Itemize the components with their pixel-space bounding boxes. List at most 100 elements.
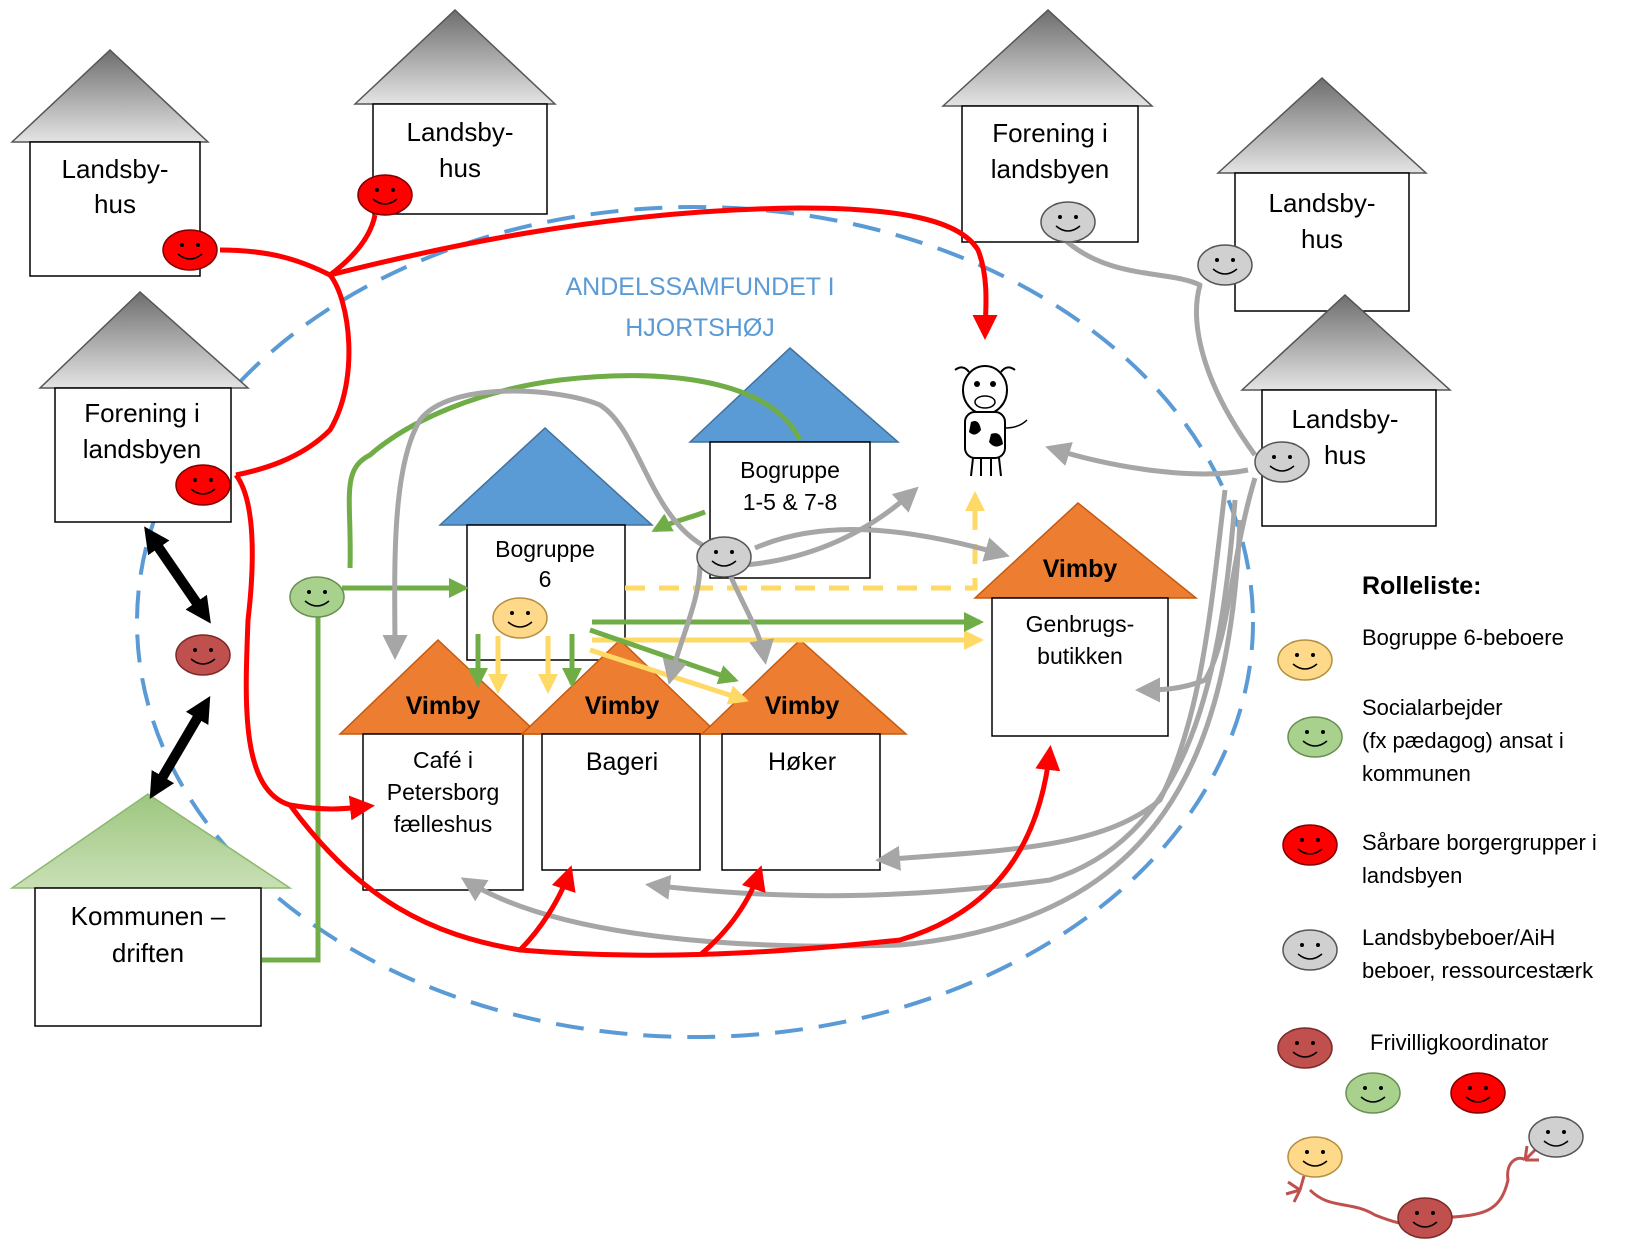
legend-item-label: (fx pædagog) ansat i [1362,728,1564,753]
house-label: hus [1301,224,1343,254]
legend-item-label: Frivilligkoordinator [1370,1030,1549,1055]
green-face-icon [289,576,345,618]
vimby-label: Vimby [765,692,840,720]
house-label: fælleshus [394,811,492,837]
house-cafe: Vimby Café i Petersborg fælleshus [338,638,540,891]
gray-face-icon [1040,201,1096,243]
gray-face-icon [1254,441,1310,483]
gray-face-icon [1528,1116,1584,1158]
house-label: landsbyen [83,434,202,464]
green-arrow [262,595,321,963]
gray-arrow [382,388,710,660]
house-forening-top: Forening i landsbyen [941,8,1154,243]
yellow-arrow [625,491,985,591]
cow-icon [954,365,1028,477]
house-label: driften [112,938,184,968]
house-label: Bogruppe [740,457,840,483]
red-face-icon [162,229,218,271]
gray-arrow [1045,442,1249,477]
house-label: butikken [1037,643,1123,669]
gray-face-icon [1282,929,1338,971]
gray-arrow [744,486,919,568]
black-arrows [144,526,211,799]
legend-title: Rolleliste: [1362,572,1481,600]
vimby-label: Vimby [585,692,660,720]
coordinator-hand [1523,1145,1539,1162]
green-arrow [651,509,706,533]
yellow-face-icon [1277,639,1333,681]
house-label: Bogruppe [495,536,595,562]
gray-arrow [460,519,1243,949]
house-label: hus [1324,440,1366,470]
brown-face-icon [1277,1027,1333,1069]
green-arrow [346,373,803,569]
black-double-arrow [144,526,211,624]
house-label: Landsby- [1292,404,1399,434]
vimby-label: Vimby [1043,555,1118,583]
house-landsbyhus-1: Landsby- hus [10,48,210,277]
house-label: Forening i [992,118,1108,148]
red-face-icon [357,174,413,216]
house-landsbyhus-4: Landsby- hus [1240,293,1452,527]
red-arrows [219,205,1061,958]
gray-arrow [754,527,1010,562]
legend-item-label: Socialarbejder [1362,695,1503,720]
community-title-line2: HJORTSHØJ [625,314,775,342]
house-label: Forening i [84,398,200,428]
green-arrows [262,373,984,963]
house-label: 1-5 & 7-8 [743,489,838,515]
green-face-icon [1345,1072,1401,1114]
community-boundary [135,205,1255,1039]
house-label: Petersborg [387,779,500,805]
house-label: hus [94,189,136,219]
house-label: landsbyen [991,154,1110,184]
legend-item-label: Landsbybeboer/AiH [1362,925,1555,950]
gray-face-icon [696,536,752,578]
house-label: Bageri [586,748,658,776]
yellow-face-icon [492,597,548,639]
community-title-line1: ANDELSSAMFUNDET I [565,273,834,301]
house-label: Landsby- [62,154,169,184]
house-label: hus [439,153,481,183]
red-arrow [698,865,766,957]
brown-face-icon [175,634,231,676]
legend-item-label: beboer, ressourcestærk [1362,958,1594,983]
green-face-icon [1287,716,1343,758]
house-label: Café i [413,747,473,773]
red-arrow [219,205,998,340]
house-label: Landsby- [407,117,514,147]
red-face-icon [1282,824,1338,866]
house-label: Høker [768,748,836,776]
house-label: Kommunen – [71,901,226,931]
coordinator-group [1285,1072,1584,1239]
legend-item-label: landsbyen [1362,863,1462,888]
house-hoker: Vimby Høker [700,638,908,871]
house-genbrugsbutikken: Vimby Genbrugs- butikken [973,502,1199,737]
gray-arrow [725,569,775,665]
vimby-label: Vimby [406,692,481,720]
house-bageri: Vimby Bageri [520,638,720,871]
yellow-face-icon [1287,1136,1343,1178]
house-label: Landsby- [1269,188,1376,218]
red-face-icon [1450,1072,1506,1114]
red-face-icon [175,464,231,506]
gray-arrows [382,238,1258,949]
gray-arrow [1063,238,1258,457]
red-arrow [518,865,576,952]
brown-face-icon [1397,1197,1453,1239]
gray-arrow [662,564,703,685]
gray-arrow [645,499,1238,900]
legend: Rolleliste: Bogruppe 6-beboere Socialarb… [1277,572,1597,1069]
house-landsbyhus-3: Landsby- hus [1216,76,1428,312]
coordinator-hand [1285,1175,1306,1203]
house-label: Genbrugs- [1026,611,1135,637]
red-arrow [235,214,378,478]
legend-item-label: kommunen [1362,761,1471,786]
house-kommunen: Kommunen – driften [9,793,293,1027]
red-arrow [233,473,375,821]
black-double-arrow [149,696,211,799]
house-label: 6 [539,566,552,592]
legend-item-label: Bogruppe 6-beboere [1362,625,1564,650]
